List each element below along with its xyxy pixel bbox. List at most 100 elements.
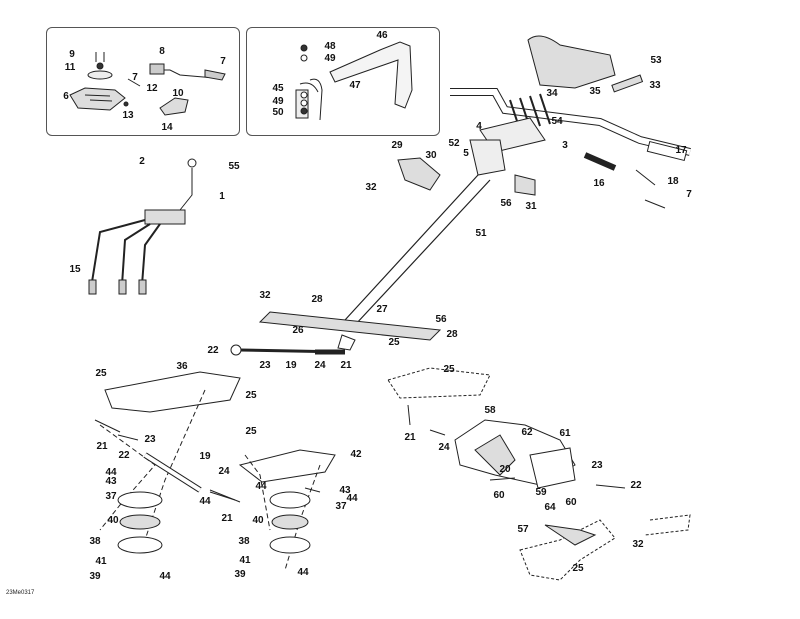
callout-24: 24 (314, 360, 326, 371)
handlebar-clamp-group (295, 41, 413, 121)
callout-32: 32 (365, 182, 377, 193)
callout-58: 58 (484, 405, 496, 416)
callout-44: 44 (199, 496, 211, 507)
callout-17: 17 (675, 145, 687, 156)
callout-25: 25 (245, 426, 257, 437)
callout-15: 15 (69, 264, 81, 275)
callout-40: 40 (107, 515, 119, 526)
callout-10: 10 (172, 88, 184, 99)
callout-25: 25 (245, 390, 257, 401)
callout-48: 48 (324, 41, 336, 52)
drawing-code: 23Me0317 (6, 590, 35, 596)
right-arm-assembly (209, 449, 336, 571)
callout-41: 41 (95, 556, 107, 567)
callout-25: 25 (95, 368, 107, 379)
callout-26: 26 (292, 325, 304, 336)
callout-54: 54 (551, 116, 563, 127)
callout-21: 21 (221, 513, 233, 524)
callout-62: 62 (521, 427, 533, 438)
callout-25: 25 (388, 337, 400, 348)
callout-9: 9 (69, 49, 75, 60)
callout-24: 24 (438, 442, 450, 453)
callout-60: 60 (493, 490, 505, 501)
callout-28: 28 (311, 294, 323, 305)
callout-29: 29 (391, 140, 403, 151)
callout-43: 43 (105, 476, 117, 487)
callout-7: 7 (686, 189, 692, 200)
callout-22: 22 (207, 345, 219, 356)
callout-60: 60 (565, 497, 577, 508)
callout-53: 53 (650, 55, 662, 66)
callout-50: 50 (272, 107, 284, 118)
callout-28: 28 (446, 329, 458, 340)
callout-32: 32 (632, 539, 644, 550)
callout-12: 12 (146, 83, 158, 94)
handlebar-group (450, 35, 691, 209)
callout-46: 46 (376, 30, 388, 41)
callout-44: 44 (297, 567, 309, 578)
callout-8: 8 (159, 46, 165, 57)
callout-2: 2 (139, 156, 145, 167)
callout-3: 3 (562, 140, 568, 151)
callout-43: 43 (339, 485, 351, 496)
callout-19: 19 (285, 360, 297, 371)
callout-23: 23 (591, 460, 603, 471)
switch-parts-group (69, 52, 226, 116)
callout-51: 51 (475, 228, 487, 239)
callout-21: 21 (404, 432, 416, 443)
callout-61: 61 (559, 428, 571, 439)
callout-49: 49 (272, 96, 284, 107)
callout-57: 57 (517, 524, 529, 535)
callout-37: 37 (105, 491, 117, 502)
callout-1: 1 (219, 191, 225, 202)
callout-13: 13 (122, 110, 134, 121)
callout-30: 30 (425, 150, 437, 161)
callout-56: 56 (500, 198, 512, 209)
callout-21: 21 (340, 360, 352, 371)
callout-52: 52 (448, 138, 460, 149)
callout-23: 23 (259, 360, 271, 371)
left-arm-assembly (94, 371, 241, 554)
callout-40: 40 (252, 515, 264, 526)
callout-31: 31 (525, 201, 537, 212)
callout-25: 25 (443, 364, 455, 375)
callout-41: 41 (239, 555, 251, 566)
pivot-assembly (387, 367, 691, 581)
callout-34: 34 (546, 88, 558, 99)
callout-44: 44 (159, 571, 171, 582)
callout-49: 49 (324, 53, 336, 64)
callout-39: 39 (89, 571, 101, 582)
callout-25: 25 (572, 563, 584, 574)
callout-6: 6 (63, 91, 69, 102)
callout-4: 4 (476, 121, 482, 132)
callout-42: 42 (350, 449, 362, 460)
callout-24: 24 (218, 466, 230, 477)
callout-21: 21 (96, 441, 108, 452)
callout-38: 38 (89, 536, 101, 547)
callout-35: 35 (589, 86, 601, 97)
callout-39: 39 (234, 569, 246, 580)
callout-5: 5 (463, 148, 469, 159)
callout-44: 44 (346, 493, 358, 504)
callout-16: 16 (593, 178, 605, 189)
callout-23: 23 (144, 434, 156, 445)
callout-56: 56 (435, 314, 447, 325)
callout-7: 7 (220, 56, 226, 67)
callout-18: 18 (667, 176, 679, 187)
callout-38: 38 (238, 536, 250, 547)
callout-11: 11 (64, 62, 76, 73)
callout-22: 22 (630, 480, 642, 491)
callout-19: 19 (199, 451, 211, 462)
callout-44: 44 (255, 481, 267, 492)
inset-box-switch-parts (46, 27, 240, 136)
callout-22: 22 (118, 450, 130, 461)
callout-27: 27 (376, 304, 388, 315)
tie-rod-group (230, 344, 346, 356)
callout-36: 36 (176, 361, 188, 372)
callout-20: 20 (499, 464, 511, 475)
steering-column-group (258, 139, 536, 351)
callout-55: 55 (228, 161, 240, 172)
callout-32: 32 (259, 290, 271, 301)
callout-47: 47 (349, 80, 361, 91)
